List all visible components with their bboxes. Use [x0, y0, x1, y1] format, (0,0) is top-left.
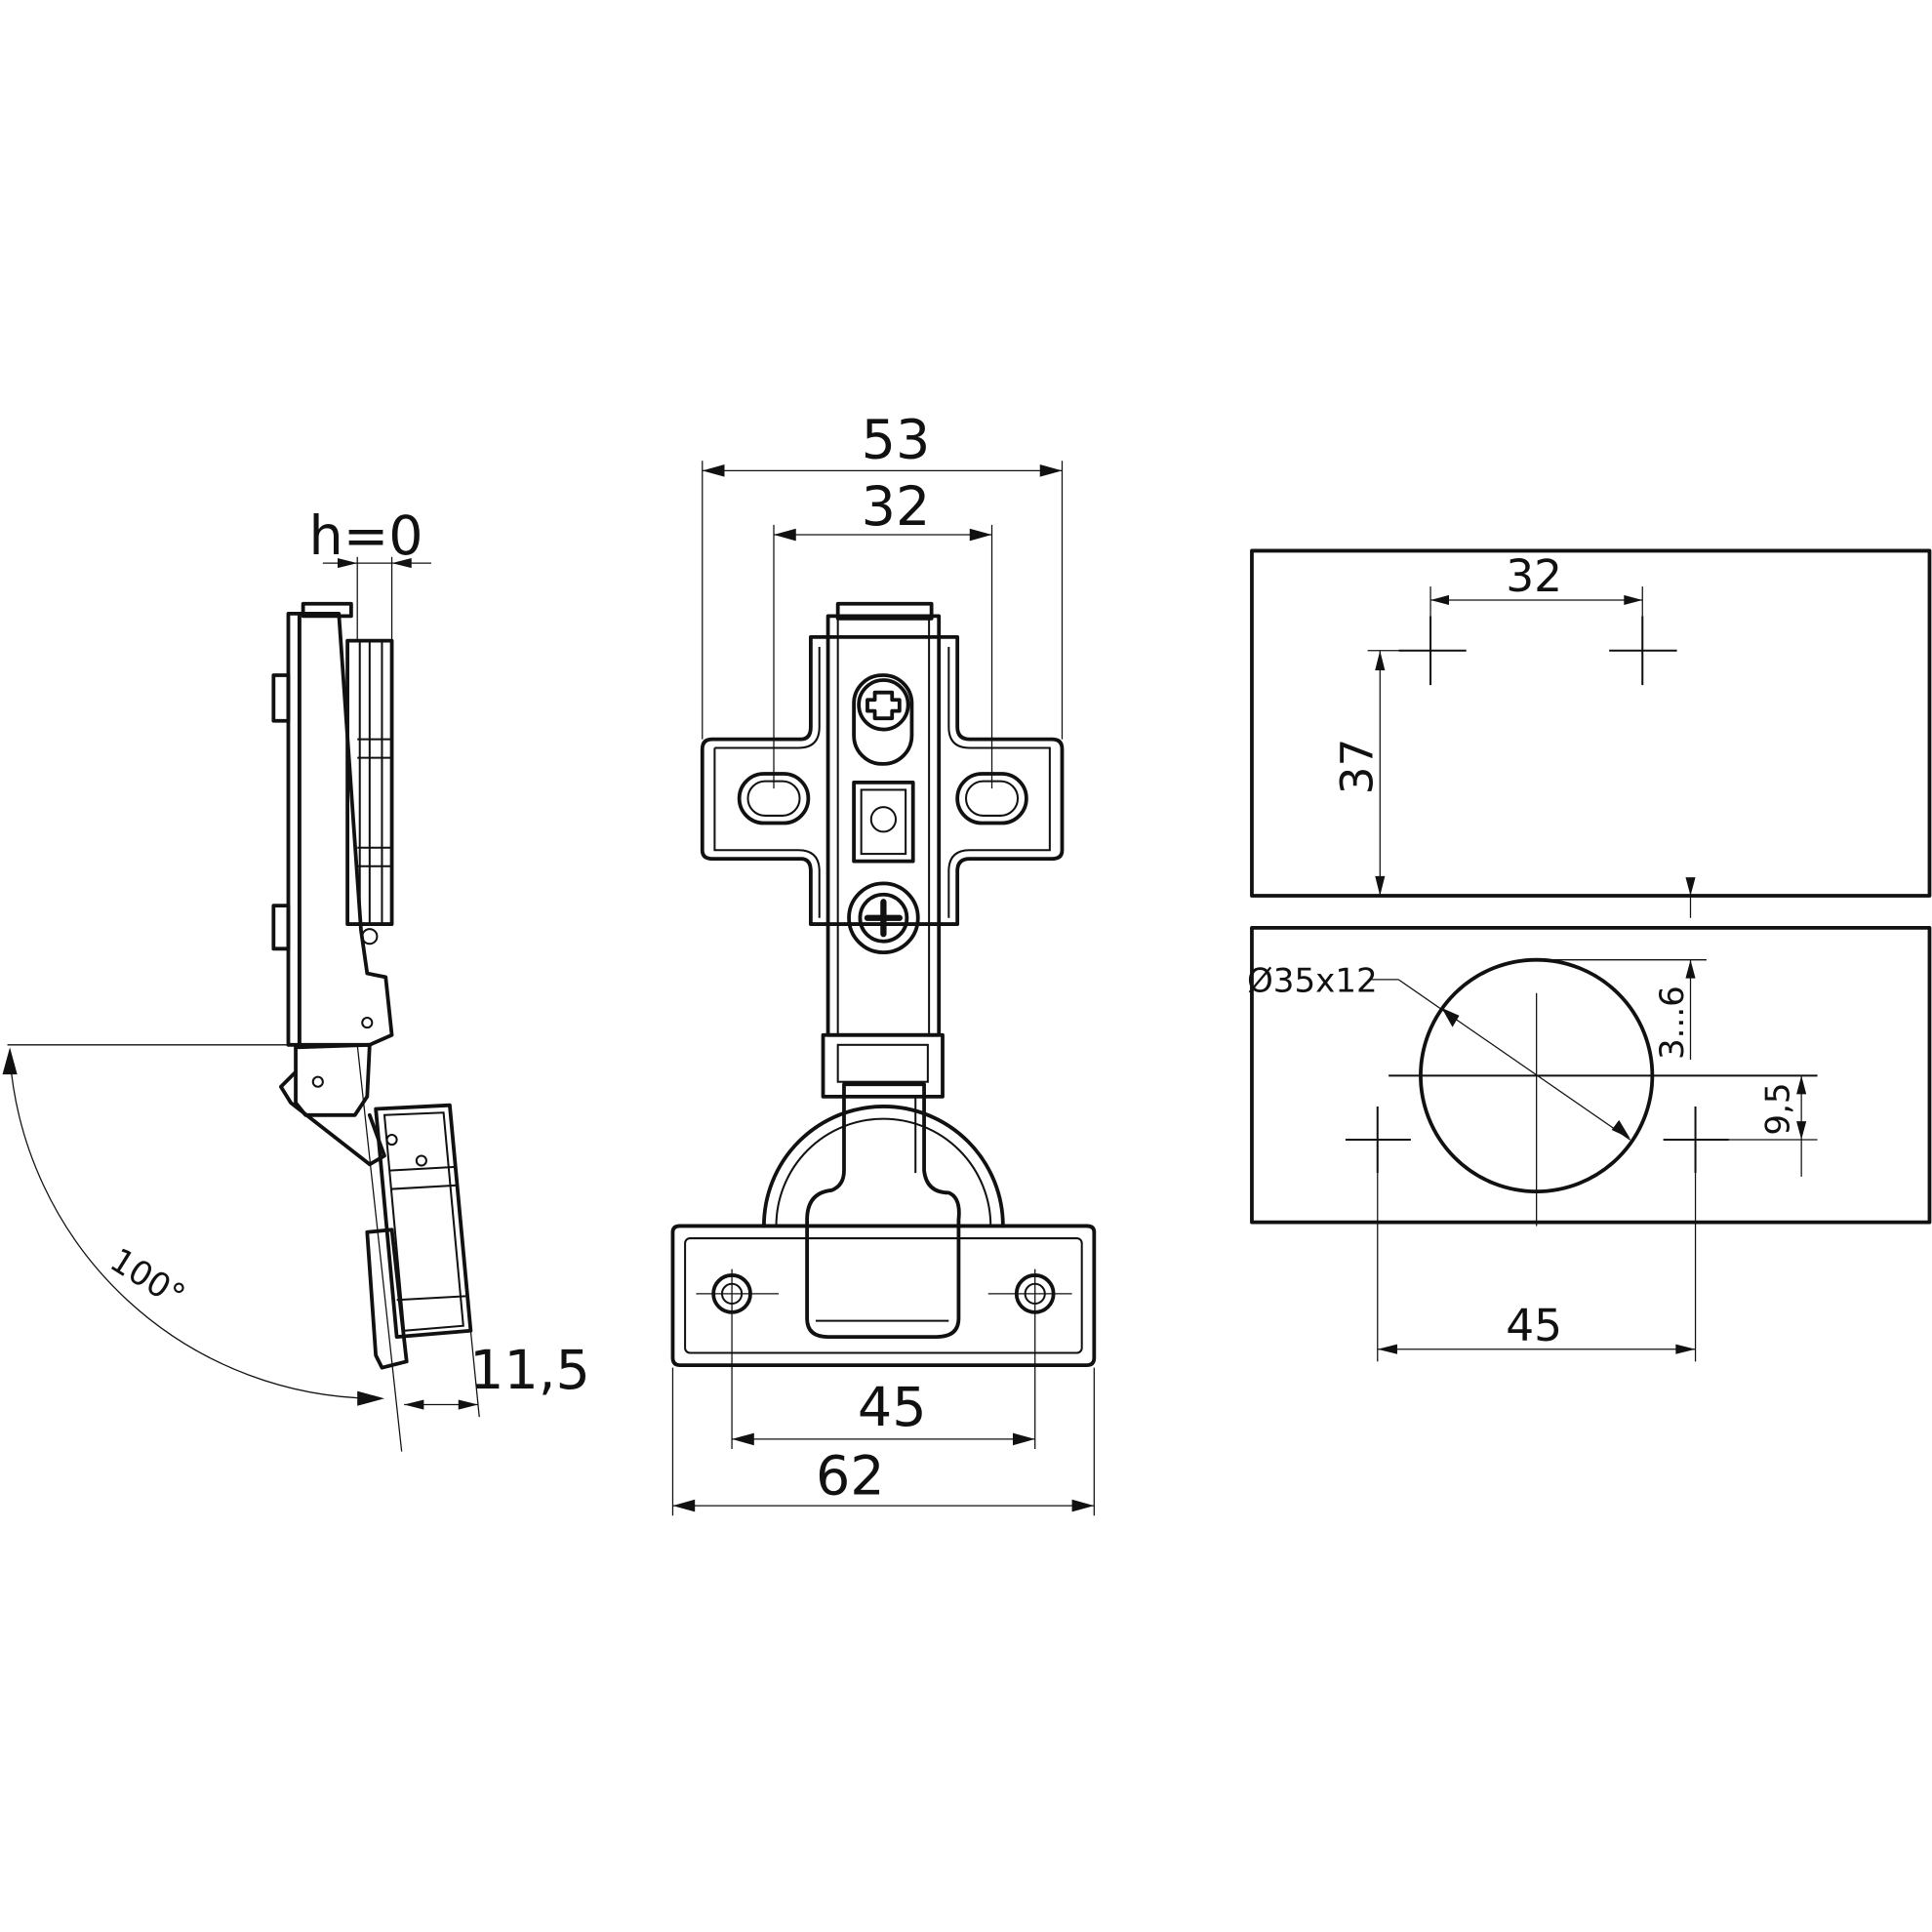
front-view: 53 32: [670, 409, 1097, 1516]
plate-hole-marks: [1367, 616, 1677, 686]
mounting-plate-side: [345, 638, 394, 946]
cabinet-side-panel: [1250, 548, 1932, 898]
overlay-dimension: h=0: [308, 504, 431, 641]
adjust-slot: [852, 673, 914, 766]
mounting-plate-front: [700, 634, 1065, 926]
overall-width-label: 53: [862, 409, 931, 472]
cup-hole-spacing-label: 45: [858, 1376, 927, 1439]
cup-hole-offset-dimension: 9,5: [1663, 1075, 1818, 1177]
dimension-45: 45: [731, 1268, 1036, 1449]
dimension-53: 53: [702, 409, 1064, 740]
depth-screw-icon: [847, 881, 920, 955]
cup-front: [670, 1082, 1097, 1368]
hinge-arm-side: [271, 601, 394, 1047]
drill-dimension-32: 32: [1429, 550, 1643, 617]
side-view: h=0 100° 11,5: [2, 504, 590, 1452]
dimension-62: 62: [671, 1367, 1095, 1516]
cup-screw-hole-marks: [1345, 1106, 1729, 1362]
drill-dimension-37: 37: [1332, 650, 1386, 897]
clip-button: [852, 780, 915, 864]
cup-size-label: Ø35x12: [1247, 962, 1378, 1001]
drilling-view: 32 37 Ø35x12 3...6: [1247, 548, 1932, 1362]
hinge-link-side: [279, 1042, 403, 1452]
base-width-label: 62: [816, 1445, 885, 1509]
adjustment-screw-icon: [857, 678, 910, 732]
slot-right: [955, 772, 1028, 825]
cup-hole: [1389, 957, 1818, 1227]
plate-hole-spacing-label: 32: [862, 475, 931, 539]
cup-side: [365, 1103, 473, 1370]
drill-dimension-45: 45: [1377, 1300, 1696, 1354]
cup-hole-offset-label: 9,5: [1759, 1082, 1798, 1135]
drill-plate-spacing-label: 32: [1506, 550, 1562, 602]
dimension-32: 32: [773, 475, 993, 789]
cup-diameter-leader: Ø35x12: [1247, 962, 1630, 1141]
slot-left: [737, 772, 811, 825]
edge-distance-label: 3...6: [1653, 986, 1692, 1060]
door-panel: [1250, 925, 1932, 1225]
drill-cup-hole-spacing-label: 45: [1506, 1300, 1562, 1351]
edge-distance-dimension: 3...6: [1536, 877, 1707, 1060]
opening-angle-label: 100°: [103, 1241, 192, 1316]
drill-plate-distance-label: 37: [1332, 739, 1384, 795]
overlay-label: h=0: [308, 504, 423, 568]
opening-angle-dimension: 100°: [2, 1044, 384, 1406]
thickness-label: 11,5: [469, 1339, 590, 1402]
hinge-arm-front: [821, 601, 945, 1099]
thickness-dimension: 11,5: [404, 1330, 590, 1418]
